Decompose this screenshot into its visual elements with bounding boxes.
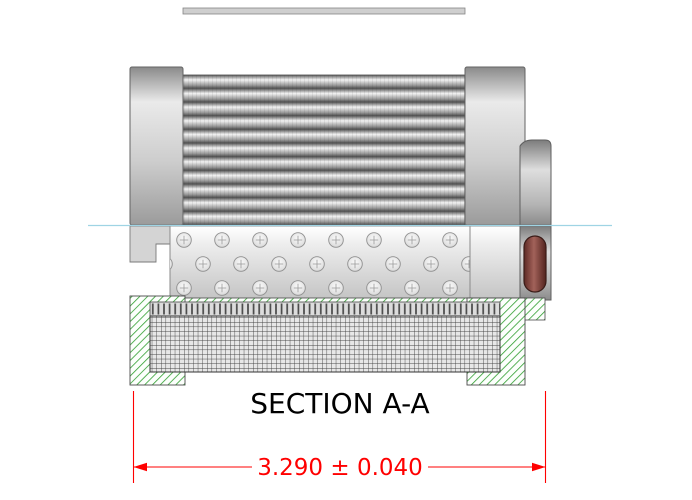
dimension-arrow-right	[532, 462, 546, 472]
section-title: SECTION A-A	[250, 387, 429, 420]
o-ring-seal	[523, 235, 547, 293]
end-cap-right-lower	[469, 225, 526, 303]
end-cap-left-lower-step	[129, 225, 173, 263]
perforation-holes	[170, 226, 470, 302]
dimension-annotation: 3.290 ± 0.040	[132, 391, 547, 483]
dimension-text: 3.290 ± 0.040	[257, 455, 423, 481]
pleat-edge-band	[149, 301, 501, 317]
pleated-filter-media	[182, 74, 466, 226]
end-cap-left	[129, 66, 184, 226]
perforated-core-tube	[169, 225, 471, 303]
outer-wrap-top-edge	[182, 7, 466, 15]
mesh-media-band	[149, 315, 501, 373]
end-cap-right	[464, 66, 526, 226]
end-fitting-right-upper	[519, 139, 552, 226]
dimension-arrow-left	[133, 462, 147, 472]
